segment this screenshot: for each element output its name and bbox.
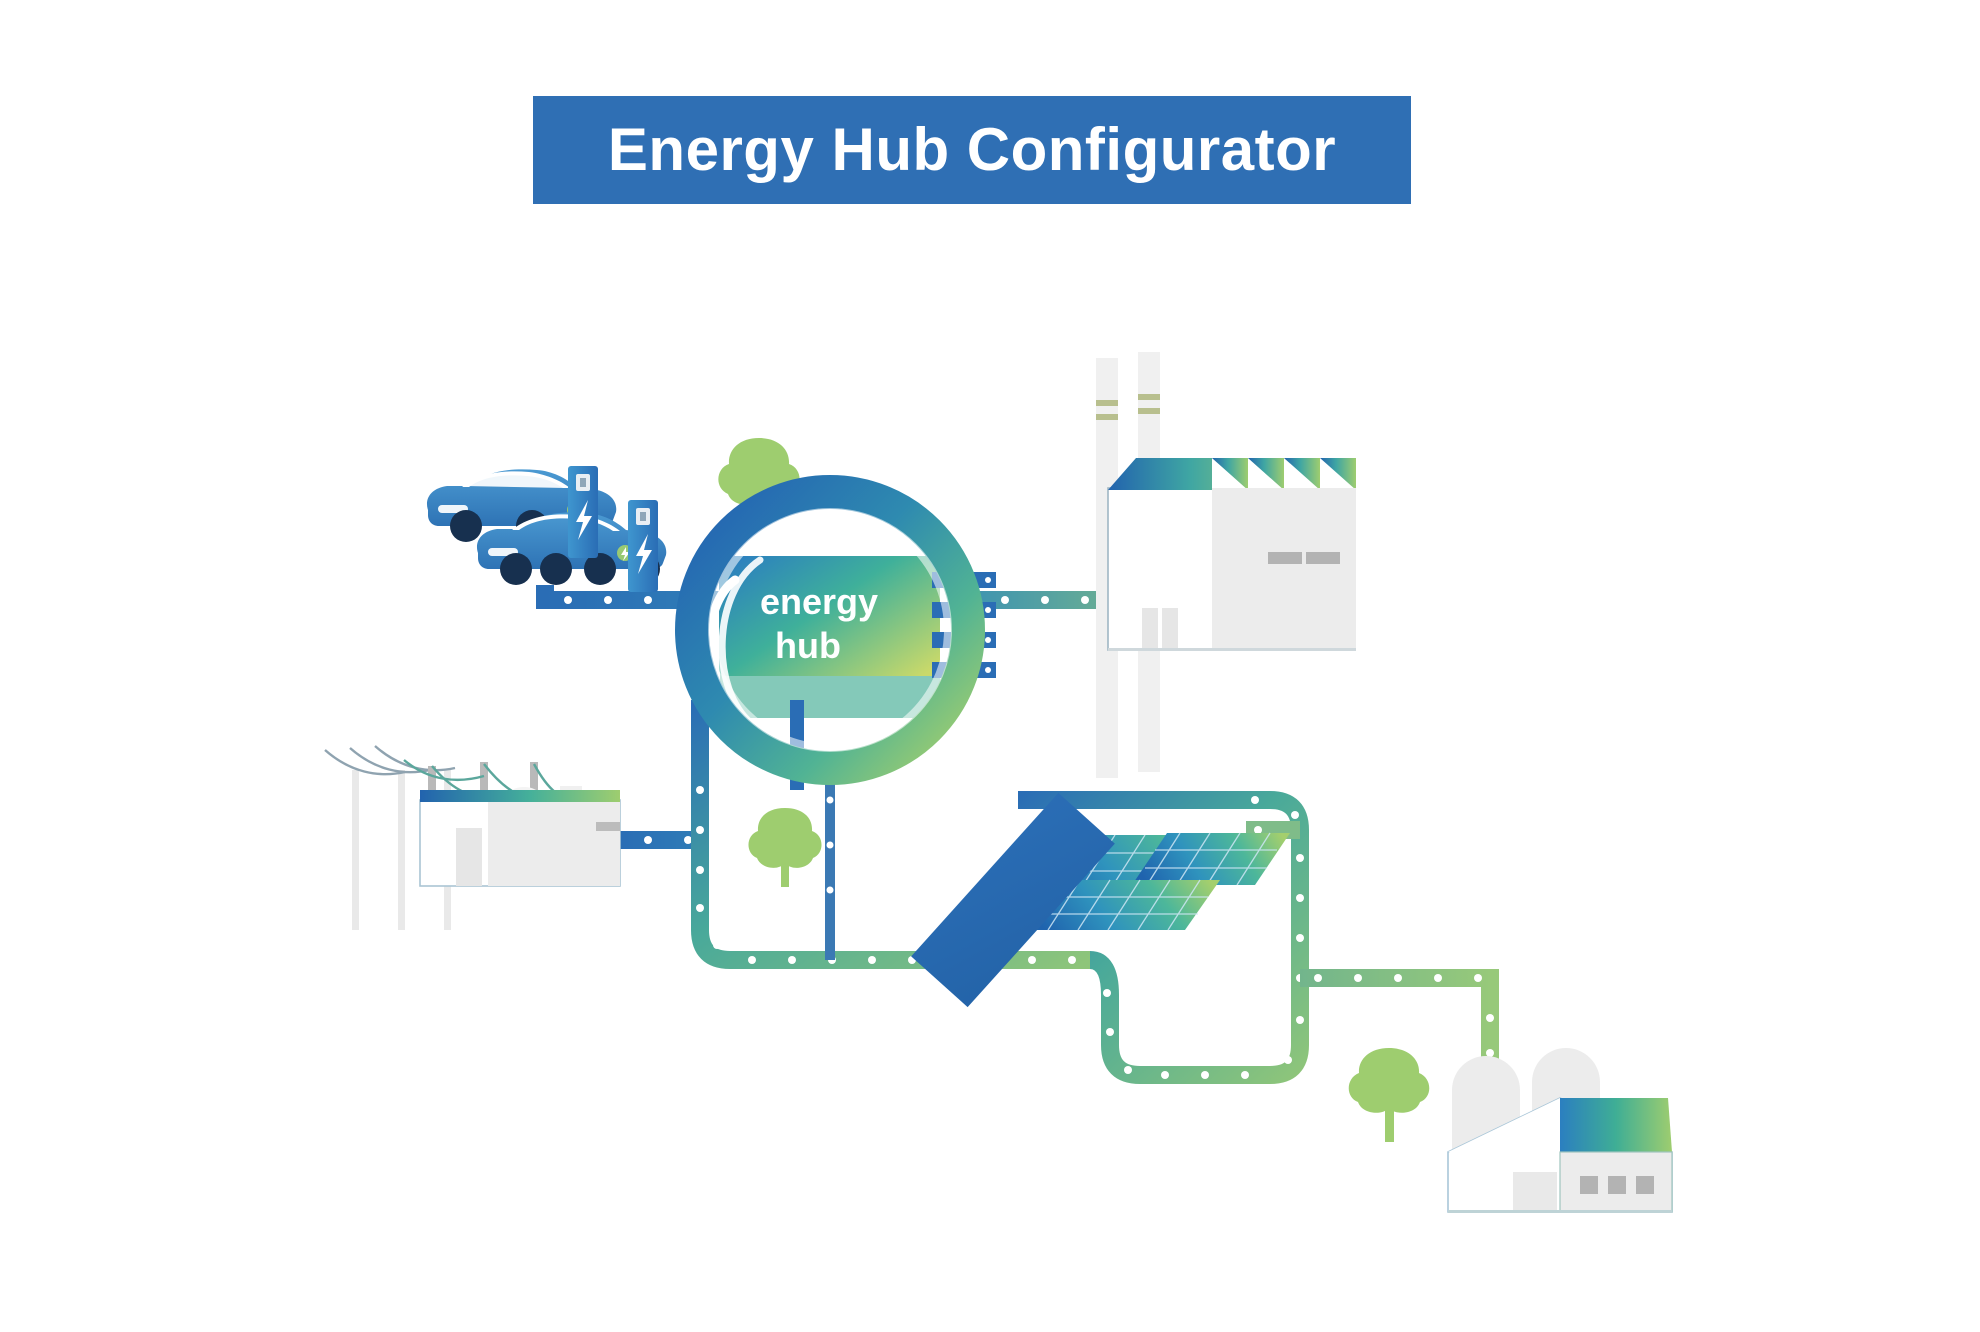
pipe-segment-loop-divider xyxy=(825,760,835,960)
pipe-segment-main-loop-left xyxy=(691,700,1090,969)
magnifier-icon xyxy=(675,475,985,785)
magnifier-handle xyxy=(911,792,1115,1008)
barn-icon xyxy=(1447,1048,1673,1213)
pipe-segment-main-loop-right xyxy=(1018,791,1309,1084)
page-title: Energy Hub Configurator xyxy=(607,116,1337,183)
substation-icon xyxy=(324,745,621,930)
pipe-segment-farm-branch xyxy=(1300,969,1499,1060)
solar-panel-icon xyxy=(1025,832,1290,931)
page-title-banner: Energy Hub Configurator xyxy=(533,96,1411,204)
electric-car-icon-group xyxy=(426,466,667,592)
tree-icon-mid xyxy=(748,808,822,887)
pipe-segment-solar-branch xyxy=(1246,821,1300,839)
hub-label-line2: hub xyxy=(775,625,841,666)
ev-charger-icon-1 xyxy=(568,466,598,558)
tree-icon-farm xyxy=(1348,1048,1430,1142)
ev-charger-icon-2 xyxy=(628,500,658,592)
factory-icon xyxy=(1096,352,1356,778)
hub-label-line1: energy xyxy=(760,581,878,622)
